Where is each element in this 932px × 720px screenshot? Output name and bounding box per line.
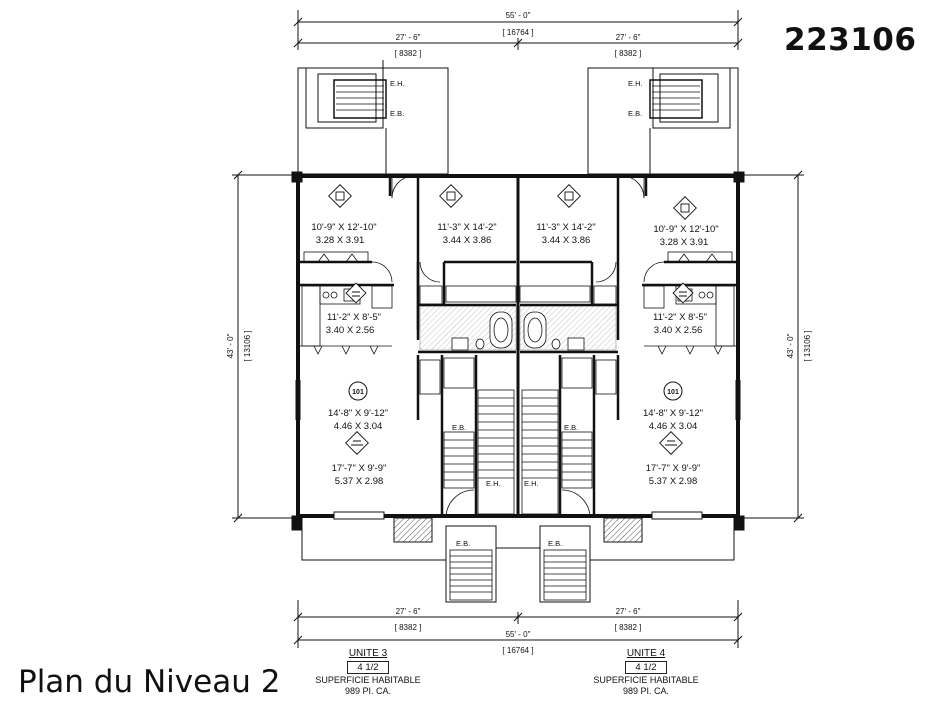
dim-overall-width-metric-bottom: [ 16764 ] (502, 646, 533, 655)
unit-area: 989 PI. CA. (344, 686, 392, 696)
dim-half-width-metric-right-top: [ 8382 ] (615, 49, 642, 58)
stair-up-label-rear-left: E.H. (390, 79, 405, 88)
stair-down-label-front-left: E.B. (456, 539, 470, 548)
exterior-walls (291, 171, 745, 531)
dim-overall-width-metric-top: [ 16764 ] (502, 28, 533, 37)
interior-walls-right (520, 176, 736, 516)
living-left-imperial: 14'-8" X 9'-12" (328, 408, 388, 419)
unit-area-label: SUPERFICIE HABITABLE (593, 675, 699, 685)
front-stair-left (449, 549, 493, 601)
dim-half-width-right-bottom: 27' - 6" (616, 607, 641, 616)
living-right-metric: 4.46 X 3.04 (649, 421, 698, 432)
front-porch (301, 517, 735, 603)
dim-depth-metric-right: [ 13106 ] (803, 330, 812, 361)
dim-half-width-right-top: 27' - 6" (616, 33, 641, 42)
kitchen-right-imperial: 11'-2" X 8'-5" (653, 312, 707, 323)
kitchen-right-metric: 3.40 X 2.56 (654, 325, 703, 336)
stair-up-label-rear-right: E.H. (628, 79, 643, 88)
living-tag-number: 101 (352, 389, 364, 396)
kitchen-left-imperial: 11'-2" X 8'-5" (327, 312, 381, 323)
bedroom-right-outer-metric: 3.28 X 3.91 (660, 237, 709, 248)
stair-down-label-front-right: E.B. (548, 539, 562, 548)
stair-up-label-interior-right: E.H. (524, 479, 539, 488)
stair-down-label-rear-right: E.B. (628, 109, 642, 118)
dim-half-width-left-top: 27' - 6" (396, 33, 421, 42)
rear-balcony-left (297, 60, 449, 175)
dining-tag-icon (345, 431, 369, 455)
top-dimension-lines (293, 10, 743, 50)
unit-type: 4 1/2 (625, 661, 667, 674)
stair-down-label-interior-left: E.B. (452, 423, 466, 432)
dim-overall-width-top: 55' - 0" (506, 11, 531, 20)
bed-tag-icon (673, 196, 697, 220)
living-tag-icon-right: 101 (663, 381, 683, 401)
unit-info-right: UNITE 4 4 1/2 SUPERFICIE HABITABLE 989 P… (576, 648, 716, 697)
bed-tag-icon (439, 184, 463, 208)
door-swings (371, 175, 665, 519)
closets (303, 251, 733, 305)
bedroom-right-outer-imperial: 10'-9" X 12'-10" (653, 224, 718, 235)
interior-walls-left (300, 176, 516, 516)
unit-name: UNITE 4 (626, 648, 666, 659)
dim-depth-left: 43' - 0" (226, 333, 235, 358)
bedroom-right-inner-imperial: 11'-3" X 14'-2" (536, 222, 595, 233)
stair-up-label-interior-left: E.H. (486, 479, 501, 488)
living-right-imperial: 14'-8" X 9'-12" (643, 408, 703, 419)
bed-tag-icon (557, 184, 581, 208)
unit-area: 989 PI. CA. (622, 686, 670, 696)
bedroom-left-inner-metric: 3.44 X 3.86 (443, 235, 492, 246)
living-left-metric: 4.46 X 3.04 (334, 421, 383, 432)
bottom-dimension-lines (293, 600, 743, 648)
bathroom-right (519, 305, 617, 351)
bed-tag-icon (328, 184, 352, 208)
dining-tag-icon (659, 431, 683, 455)
dim-half-width-metric-right-bottom: [ 8382 ] (615, 623, 642, 632)
plan-title: Plan du Niveau 2 (18, 664, 281, 700)
bedroom-left-outer-imperial: 10'-9" X 12'-10" (311, 222, 376, 233)
bedroom-right-inner-metric: 3.44 X 3.86 (542, 235, 591, 246)
living-tag-number: 101 (667, 389, 679, 396)
front-windows (333, 511, 703, 520)
dining-left-metric: 5.37 X 2.98 (335, 476, 384, 487)
dim-depth-metric-left: [ 13106 ] (243, 330, 252, 361)
living-tag-icon-left: 101 (348, 381, 368, 401)
kitchen-left-fixtures (300, 285, 393, 355)
unit-type: 4 1/2 (347, 661, 389, 674)
bedroom-left-inner-imperial: 11'-3" X 14'-2" (437, 222, 496, 233)
unit-area-label: SUPERFICIE HABITABLE (315, 675, 421, 685)
dining-left-imperial: 17'-7" X 9'-9" (332, 463, 387, 474)
dining-right-imperial: 17'-7" X 9'-9" (646, 463, 701, 474)
project-number: 223106 (784, 22, 917, 58)
kitchen-tag-icon (672, 282, 694, 304)
interior-stair-left (419, 357, 515, 515)
room-tag-icons (328, 184, 697, 455)
dim-depth-right: 43' - 0" (786, 333, 795, 358)
dim-overall-width-bottom: 55' - 0" (506, 630, 531, 639)
bathroom-left (419, 305, 517, 351)
kitchen-tag-icon (345, 282, 367, 304)
dim-half-width-metric-left-bottom: [ 8382 ] (395, 623, 422, 632)
stair-down-label-interior-right: E.B. (564, 423, 578, 432)
unit-info-left: UNITE 3 4 1/2 SUPERFICIE HABITABLE 989 P… (298, 648, 438, 697)
dining-right-metric: 5.37 X 2.98 (649, 476, 698, 487)
stair-down-label-rear-left: E.B. (390, 109, 404, 118)
rear-balcony-right (587, 67, 739, 175)
kitchen-left-metric: 3.40 X 2.56 (326, 325, 375, 336)
dim-half-width-metric-left-top: [ 8382 ] (395, 49, 422, 58)
side-dimension-lines (232, 170, 804, 523)
dim-half-width-left-bottom: 27' - 6" (396, 607, 421, 616)
interior-stair-right (521, 357, 617, 515)
unit-name: UNITE 3 (348, 648, 388, 659)
front-stair-right (543, 549, 587, 601)
bedroom-left-outer-metric: 3.28 X 3.91 (316, 235, 365, 246)
